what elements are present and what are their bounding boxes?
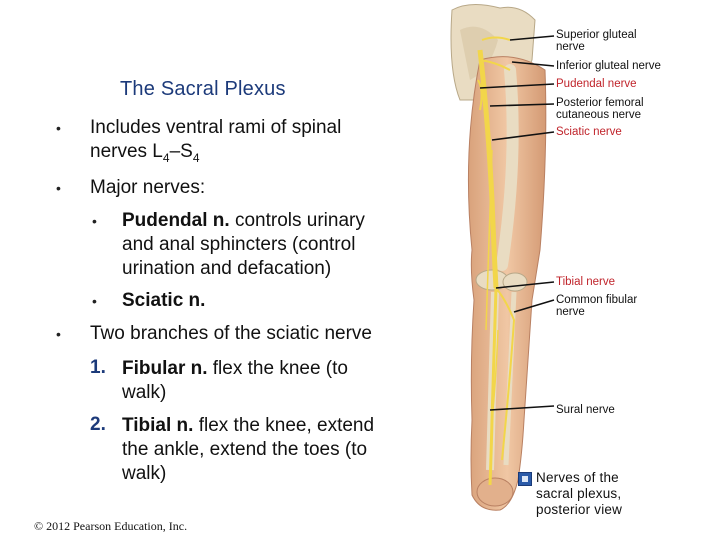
bullet-line: nerves L	[90, 141, 163, 162]
label-inferior-gluteal: Inferior gluteal nerve	[556, 60, 661, 72]
bullet-two-branches: Two branches of the sciatic nerve	[90, 323, 372, 344]
label-line: Posterior femoral	[556, 97, 644, 109]
leg-nerve-illustration	[450, 4, 555, 511]
bullet-line: walk)	[122, 463, 167, 484]
caption-icon	[518, 472, 532, 486]
bold-term: Sciatic n.	[122, 290, 206, 311]
bold-term: Tibial n.	[122, 415, 194, 436]
label-sural: Sural nerve	[556, 404, 615, 416]
sub-bullet-pudendal: Pudendal n. controls urinary and anal sp…	[122, 209, 365, 281]
bullet-major-nerves: Major nerves:	[90, 177, 206, 198]
label-line: cutaneous nerve	[556, 109, 642, 121]
label-posterior-femoral: Posterior femoral cutaneous nerve	[556, 97, 644, 121]
bold-term: Fibular n.	[122, 358, 208, 379]
sub-bullet-sciatic: Sciatic n.	[122, 289, 205, 313]
label-superior-gluteal: Superior gluteal nerve	[556, 29, 637, 53]
sub-bullet-dot: •	[92, 213, 97, 229]
copyright: © 2012 Pearson Education, Inc.	[34, 519, 188, 533]
label-common-fibular: Common fibular nerve	[556, 294, 637, 318]
bullet-line: urination and defacation)	[122, 258, 332, 279]
bullet-line: and anal sphincters (control	[122, 234, 356, 255]
bullet-line: Includes ventral rami of spinal	[90, 117, 342, 138]
subscript: 4	[162, 150, 170, 165]
bullet-dot: •	[56, 120, 61, 136]
bold-term: Pudendal n.	[122, 210, 230, 231]
caption-line: posterior view	[536, 502, 623, 517]
bullet-ventral-rami: Includes ventral rami of spinal nerves L…	[90, 116, 341, 170]
bullet-dot: •	[56, 180, 61, 196]
subscript: 4	[192, 150, 200, 165]
label-line: nerve	[556, 41, 585, 53]
bullet-line: flex the knee (to	[207, 358, 348, 379]
label-tibial: Tibial nerve	[556, 276, 616, 288]
numbered-tibial: Tibial n. flex the knee, extend the ankl…	[122, 414, 374, 486]
number-2: 2.	[90, 414, 106, 435]
numbered-fibular: Fibular n. flex the knee (to walk)	[122, 357, 348, 405]
bullet-line: controls urinary	[229, 210, 365, 231]
number-1: 1.	[90, 357, 106, 378]
bullet-line: flex the knee, extend	[193, 415, 375, 436]
sub-bullet-dot: •	[92, 293, 97, 309]
label-sciatic: Sciatic nerve	[556, 126, 622, 138]
slide-title: The Sacral Plexus	[120, 78, 286, 100]
bullet-line: walk)	[122, 382, 167, 403]
label-line: Common fibular	[556, 294, 638, 306]
label-pudendal: Pudendal nerve	[556, 78, 637, 90]
caption-line: Nerves of the	[536, 470, 619, 485]
label-line: Superior gluteal	[556, 29, 637, 41]
caption-line: sacral plexus,	[536, 486, 622, 501]
bullet-line: the ankle, extend the toes (to	[122, 439, 368, 460]
bullet-line: –S	[169, 141, 193, 162]
figure-caption: Nerves of the sacral plexus, posterior v…	[536, 470, 622, 518]
bullet-dot: •	[56, 326, 61, 342]
label-line: nerve	[556, 306, 585, 318]
